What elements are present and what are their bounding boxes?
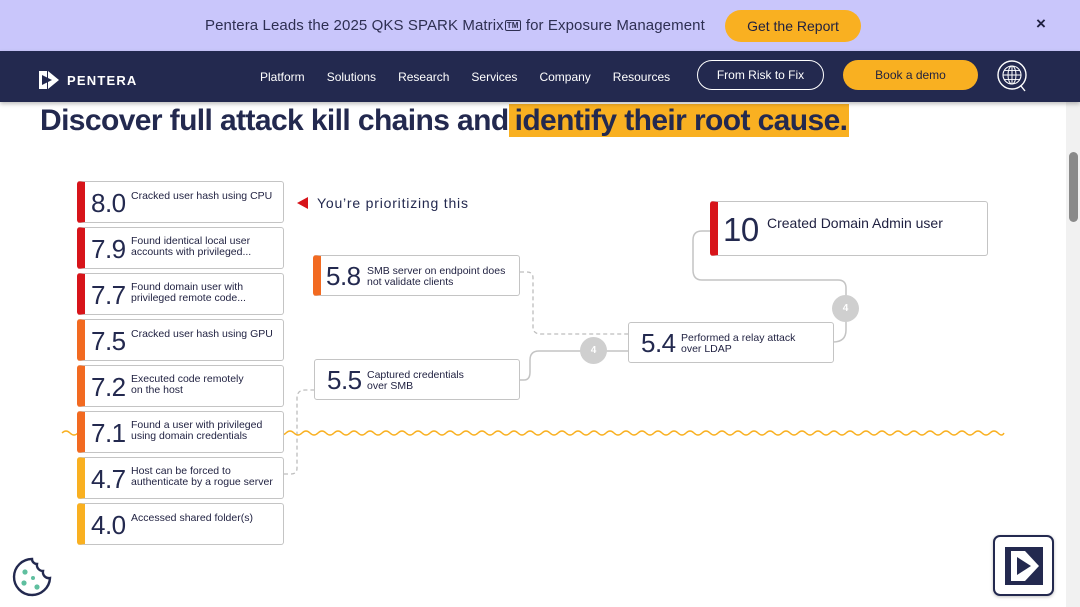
vuln-description: Accessed shared folder(s) <box>131 512 253 524</box>
step-badge: 4 <box>832 295 859 322</box>
trademark-badge: TM <box>504 20 521 31</box>
vuln-description: Cracked user hash using CPU <box>131 190 273 202</box>
brand-name: PENTERA <box>67 72 138 88</box>
vuln-card-8-0[interactable]: 8.0 Cracked user hash using CPU <box>77 181 284 223</box>
node-score: 5.5 <box>327 365 362 395</box>
nav-menu: Platform Solutions Research Services Com… <box>260 70 670 84</box>
vuln-score: 7.5 <box>91 326 126 356</box>
nav-item-research[interactable]: Research <box>398 70 450 84</box>
nav-item-company[interactable]: Company <box>539 70 591 84</box>
globe-icon[interactable] <box>996 59 1028 93</box>
get-report-button[interactable]: Get the Report <box>725 10 861 42</box>
arrow-left-icon <box>297 197 308 209</box>
nav-item-services[interactable]: Services <box>471 70 518 84</box>
vuln-card-7-5[interactable]: 7.5 Cracked user hash using GPU <box>77 319 284 361</box>
pentera-logo[interactable]: PENTERA <box>39 71 138 89</box>
vuln-score: 4.0 <box>91 510 126 540</box>
node-description: Created Domain Admin user <box>767 215 943 231</box>
cookie-icon[interactable] <box>11 556 53 598</box>
chat-widget-button[interactable] <box>993 535 1054 596</box>
vuln-score: 7.7 <box>91 280 126 310</box>
vuln-score: 4.7 <box>91 464 126 494</box>
pentera-logo-icon <box>39 71 59 89</box>
node-score: 5.4 <box>641 328 676 358</box>
main-nav: PENTERA Platform Solutions Research Serv… <box>0 51 1080 102</box>
vuln-score: 8.0 <box>91 188 126 218</box>
nav-item-platform[interactable]: Platform <box>260 70 305 84</box>
path-node-domain-admin[interactable]: 10 Created Domain Admin user <box>710 201 988 256</box>
node-score: 10 <box>723 211 759 248</box>
step-badge: 4 <box>580 337 607 364</box>
pentera-chat-icon <box>1004 546 1043 585</box>
risk-to-fix-button[interactable]: From Risk to Fix <box>697 60 824 90</box>
nav-item-solutions[interactable]: Solutions <box>326 70 377 84</box>
vuln-score: 7.9 <box>91 234 126 264</box>
scrollbar-track[interactable] <box>1066 102 1080 607</box>
node-score: 5.8 <box>326 261 361 291</box>
scrollbar-thumb[interactable] <box>1069 152 1078 222</box>
close-icon[interactable]: × <box>1036 14 1046 33</box>
headline-highlight: identify their root cause. <box>508 104 850 137</box>
vuln-description: Cracked user hash using GPU <box>131 328 273 340</box>
prioritizing-label: You’re prioritizing this <box>317 195 469 211</box>
vuln-score: 7.1 <box>91 418 126 448</box>
vuln-score: 7.2 <box>91 372 126 402</box>
nav-item-resources[interactable]: Resources <box>612 70 671 84</box>
vuln-card-4-0[interactable]: 4.0 Accessed shared folder(s) <box>77 503 284 545</box>
prioritizing-marker: You’re prioritizing this <box>297 195 469 211</box>
book-demo-button[interactable]: Book a demo <box>843 60 978 90</box>
